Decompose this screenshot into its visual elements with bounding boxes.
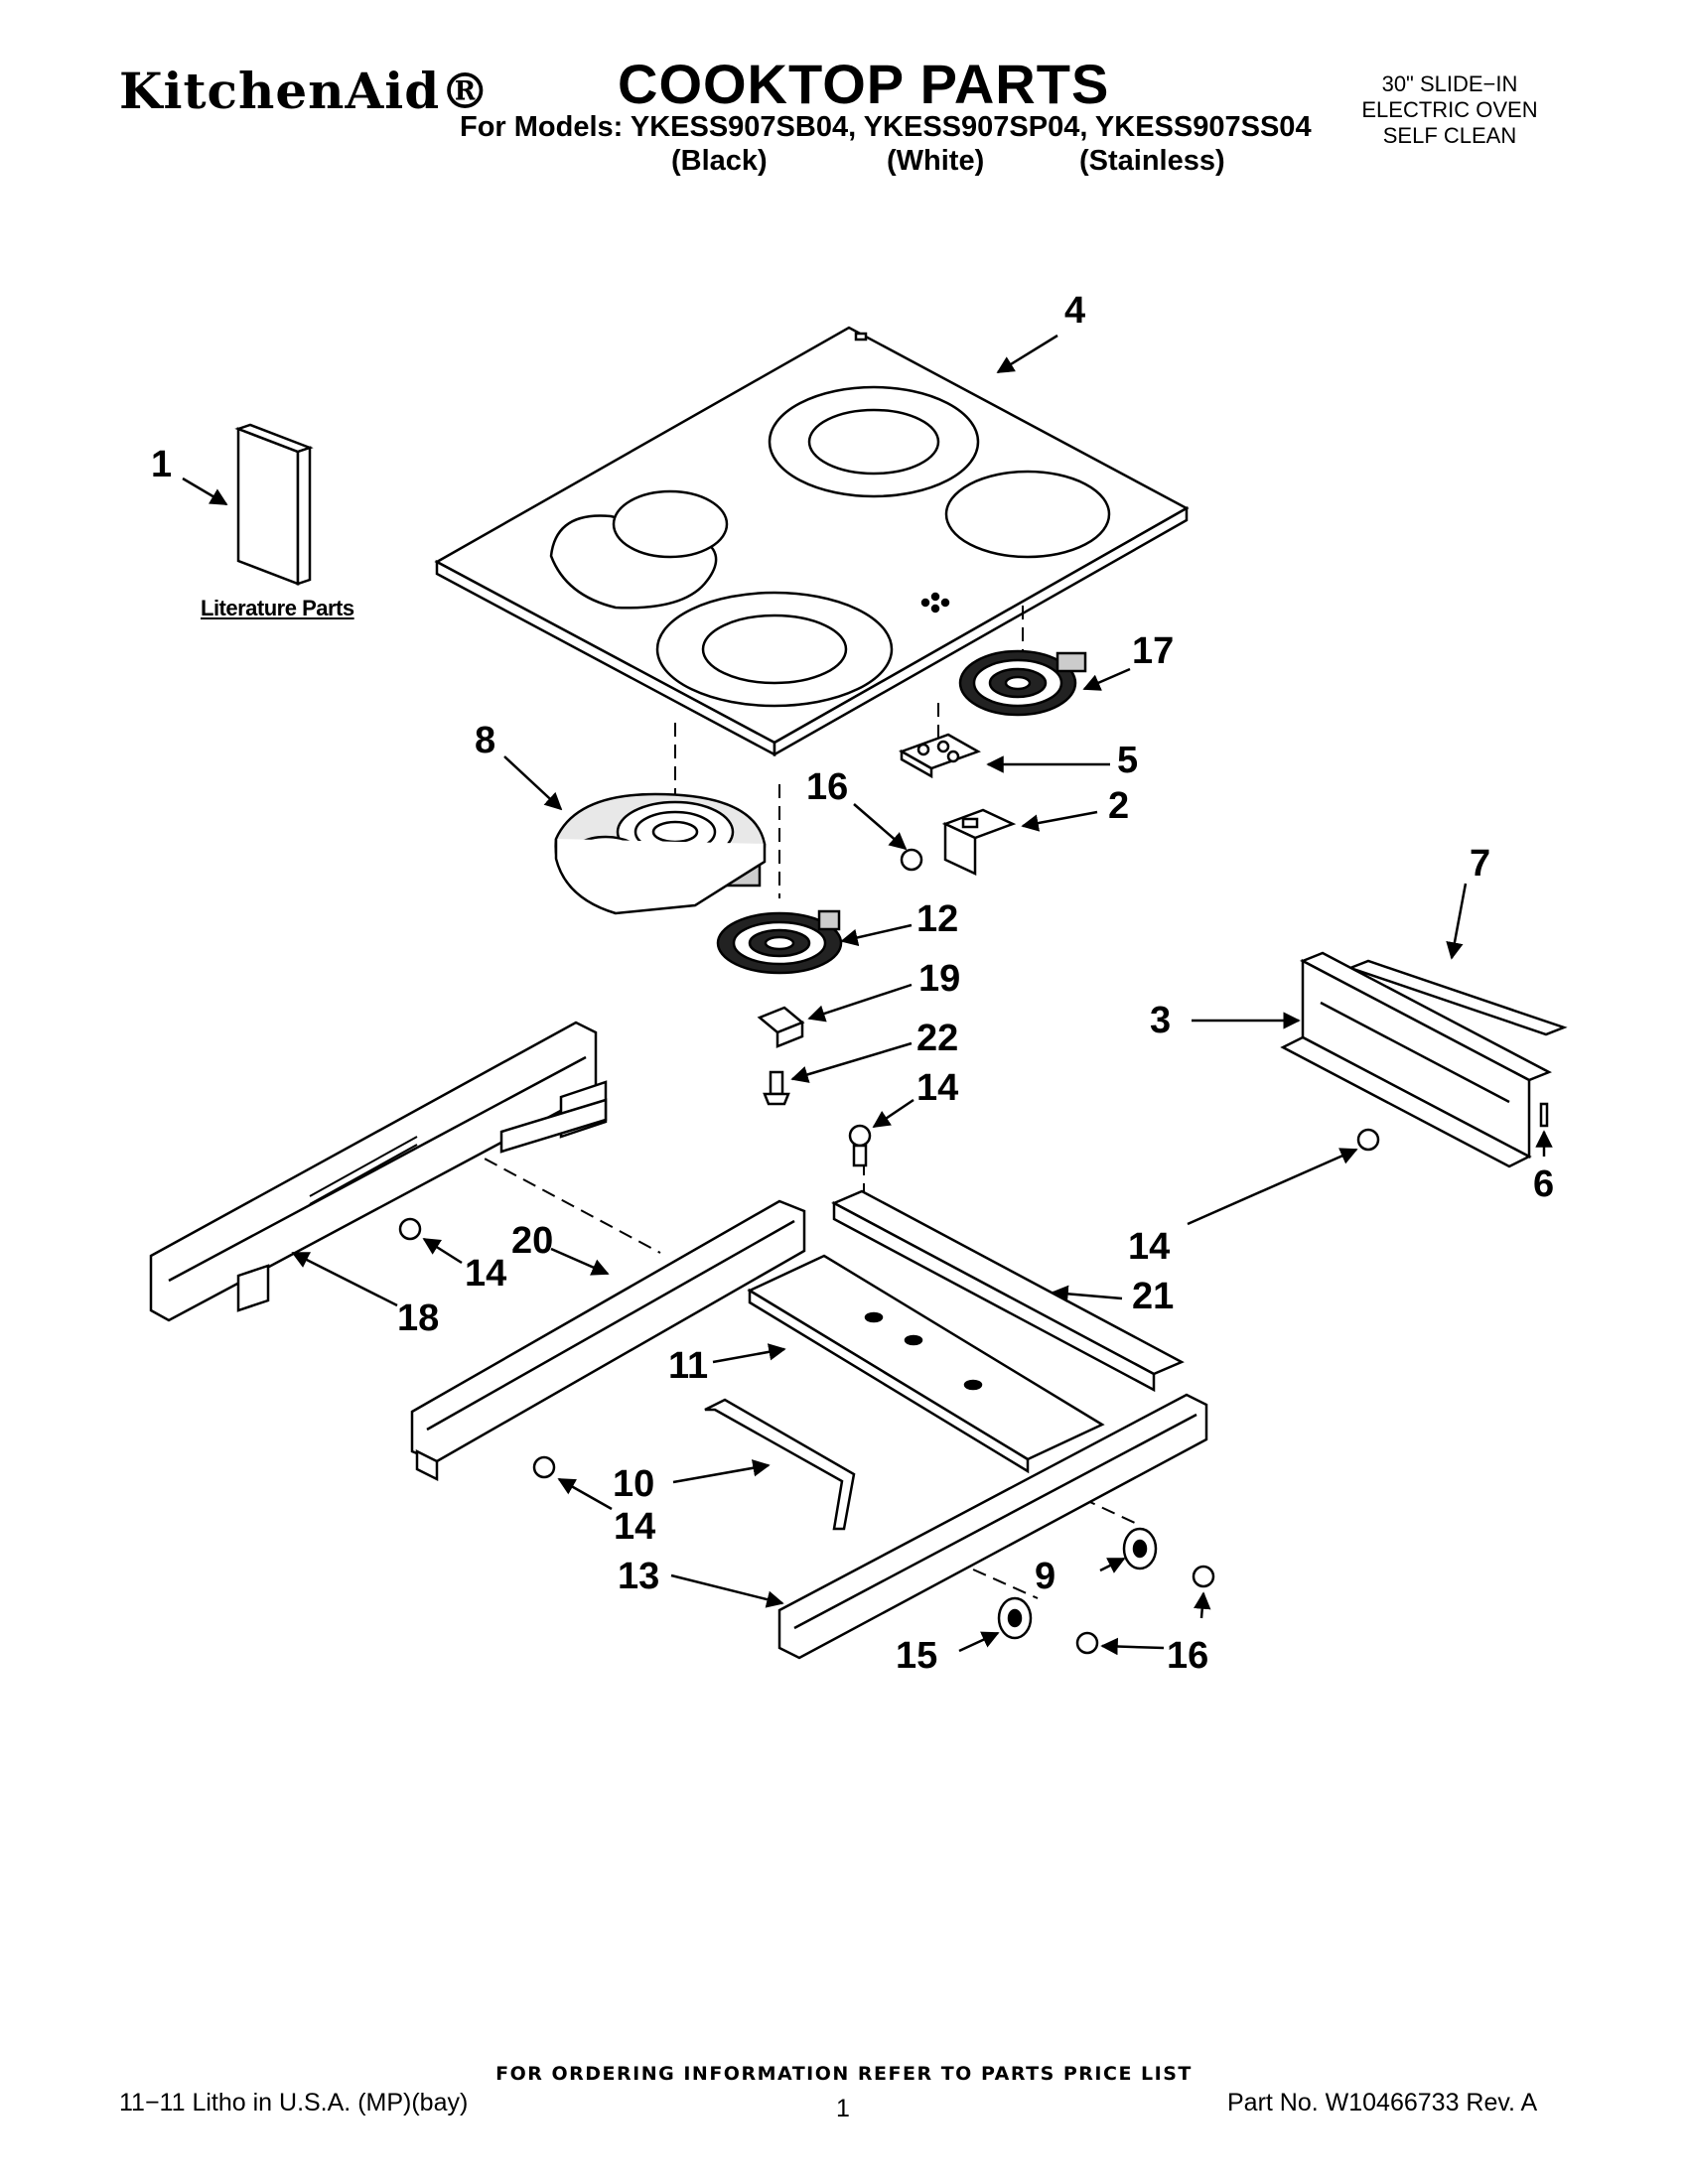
callout-6: 6 [1533, 1163, 1554, 1205]
callout-16: 16 [1167, 1635, 1208, 1677]
callout-14: 14 [614, 1506, 655, 1548]
literature-booklet [234, 423, 314, 586]
element-clip [757, 1006, 805, 1048]
handle-bracket [704, 1398, 856, 1531]
callout-4: 4 [1064, 290, 1085, 332]
left-side-rail [149, 1021, 608, 1322]
front-support-rail [410, 1199, 806, 1482]
clip-6 [1539, 1102, 1549, 1128]
callout-14: 14 [916, 1067, 958, 1109]
callout-3: 3 [1150, 1000, 1171, 1041]
literature-parts-label: Literature Parts [201, 596, 354, 620]
burner-box [747, 1254, 1105, 1474]
callout-8: 8 [475, 720, 495, 761]
callout-2: 2 [1108, 785, 1129, 827]
callout-5: 5 [1117, 740, 1138, 781]
callout-9: 9 [1035, 1556, 1055, 1597]
product-line: ELECTRIC OVEN [1361, 97, 1538, 122]
callout-11: 11 [668, 1345, 708, 1387]
product-type-block: 30" SLIDE−IN ELECTRIC OVEN SELF CLEAN [1331, 71, 1569, 149]
product-line: SELF CLEAN [1382, 123, 1517, 148]
callout-1: 1 [151, 444, 172, 485]
hot-surface-indicator [899, 733, 981, 779]
callout-14: 14 [465, 1253, 506, 1295]
callout-arrows [182, 334, 1553, 1656]
callout-13: 13 [618, 1556, 659, 1597]
callout-14: 14 [1128, 1226, 1170, 1268]
page-title: COOKTOP PARTS [618, 53, 1110, 115]
radiant-element-right [958, 649, 1087, 717]
callout-15: 15 [896, 1635, 937, 1677]
screw-22 [763, 1070, 790, 1106]
callout-10: 10 [613, 1463, 654, 1505]
callout-20: 20 [511, 1220, 553, 1262]
color-stainless: (Stainless) [1079, 145, 1225, 177]
trim-strip [1346, 959, 1568, 1036]
callout-21: 21 [1132, 1276, 1174, 1317]
models-line: For Models: YKESS907SB04, YKESS907SP04, … [460, 111, 1312, 143]
rear-bracket [1280, 951, 1552, 1168]
callout-7: 7 [1470, 843, 1490, 885]
leveling-leg-9 [1122, 1527, 1158, 1570]
front-channel [831, 1189, 1185, 1393]
callout-17: 17 [1132, 630, 1174, 672]
color-black: (Black) [671, 145, 768, 177]
screws [398, 848, 1380, 1655]
callout-16: 16 [806, 766, 848, 808]
brand-logo: KitchenAid® [119, 62, 492, 120]
radiant-element-small [716, 909, 843, 975]
ordering-note: FOR ORDERING INFORMATION REFER TO PARTS … [495, 2063, 1193, 2085]
part-number: Part No. W10466733 Rev. A [1227, 2089, 1538, 2116]
color-white: (White) [887, 145, 985, 177]
callout-18: 18 [397, 1297, 439, 1339]
double-radiant-element [554, 792, 767, 915]
litho-line: 11−11 Litho in U.S.A. (MP)(bay) [119, 2089, 469, 2116]
product-line: 30" SLIDE−IN [1381, 71, 1518, 96]
callout-22: 22 [916, 1018, 958, 1059]
cooktop-glass [434, 326, 1190, 757]
vent-slots [309, 1136, 418, 1205]
mounting-bracket [941, 808, 1017, 876]
front-rail [777, 1393, 1208, 1660]
leveling-leg-15 [997, 1596, 1033, 1640]
callout-19: 19 [918, 958, 960, 1000]
page-number: 1 [836, 2095, 850, 2122]
callout-12: 12 [916, 898, 958, 940]
